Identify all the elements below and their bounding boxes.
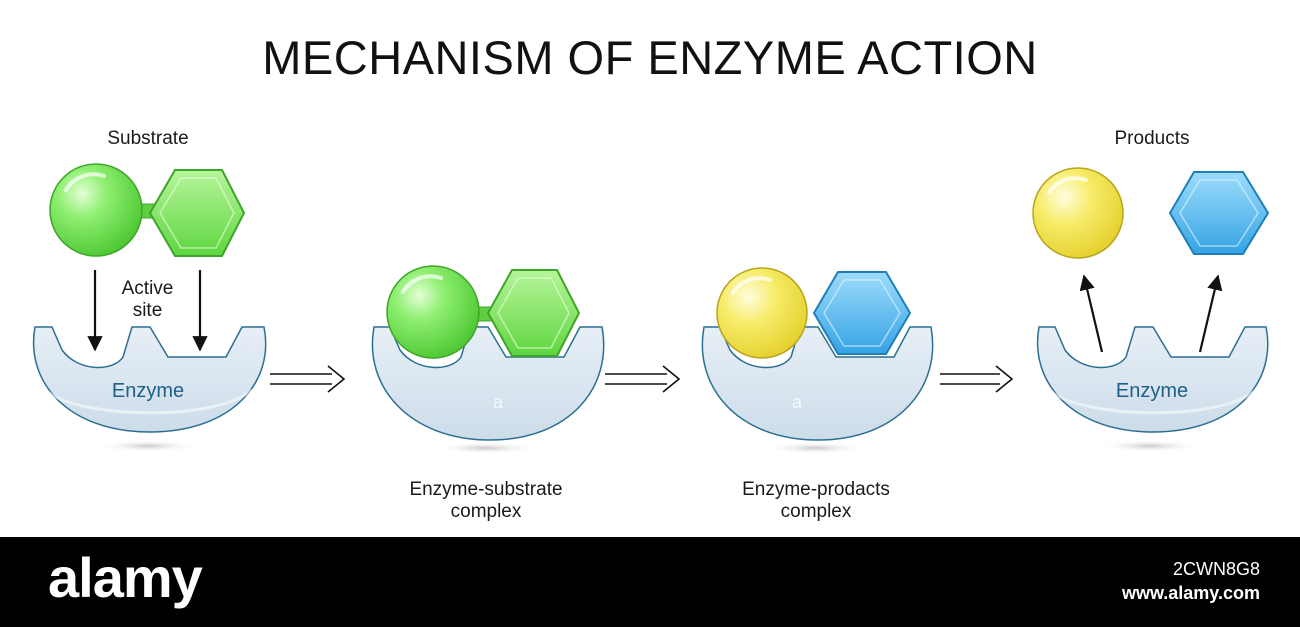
site-url: www.alamy.com [1121,583,1260,603]
ep-complex-label-line2: complex [780,501,852,522]
yellow-sphere-icon [1032,167,1124,259]
stage-enzyme-products-complex: a [701,267,934,454]
stage-substrate-enzyme [32,163,267,452]
ep-complex-label-line1: Enzyme-prodacts [742,479,890,500]
process-arrow-icon [270,365,346,393]
arrow-up-icon [1198,274,1223,353]
green-hexagon-icon [486,269,581,357]
enzyme-diagram: a a [32,163,1270,454]
blue-hexagon-icon [1168,171,1270,255]
enzyme-label: Enzyme [1115,380,1189,402]
image-id: 2CWN8G8 [1172,559,1260,579]
enzyme-shape [701,326,934,441]
yellow-sphere-icon [716,267,808,359]
blue-hexagon-icon [812,271,912,355]
es-complex-label-line2: complex [450,501,522,522]
alamy-logo: alamy [48,546,203,609]
green-sphere-icon [49,163,143,257]
products-label: Products [1114,128,1190,149]
green-sphere-icon [386,265,480,359]
watermark-footer: alamy 2CWN8G8 www.alamy.com [0,537,1300,627]
enzyme-label: Enzyme [111,380,185,402]
arrow-up-icon [1079,274,1104,353]
diagram-canvas: MECHANISM OF ENZYME ACTION [32,31,1270,522]
bound-substrate [386,265,581,359]
substrate-molecule [49,163,246,257]
enzyme-shape [371,326,605,441]
stage-products-released [1032,167,1270,452]
svg-text:a: a [493,392,504,412]
process-arrow-icon [940,365,1014,393]
bound-products [716,267,912,359]
green-hexagon-icon [148,169,246,257]
process-arrow-icon [605,365,681,393]
active-site-label-line1: Active [121,278,174,299]
stage-enzyme-substrate-complex: a [371,265,605,454]
svg-text:a: a [792,392,803,412]
es-complex-label-line1: Enzyme-substrate [409,479,563,500]
active-site-label-line2: site [132,300,163,321]
substrate-label: Substrate [107,128,189,149]
diagram-title: MECHANISM OF ENZYME ACTION [262,31,1038,84]
